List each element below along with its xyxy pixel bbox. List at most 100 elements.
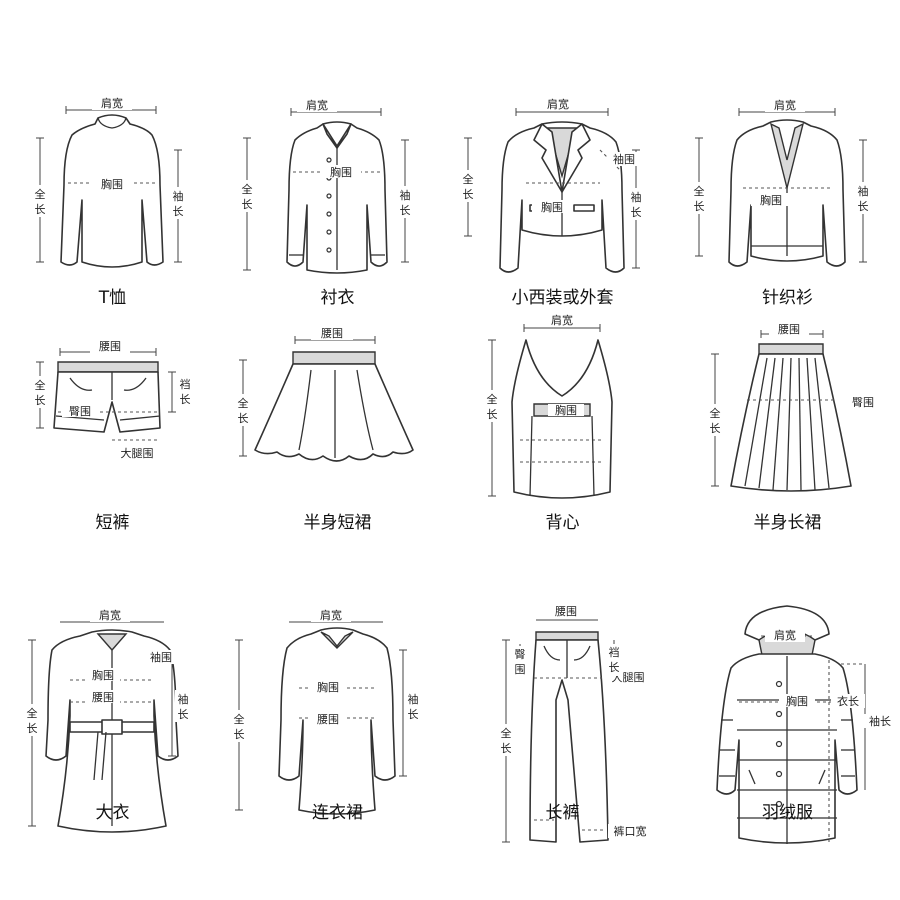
length-label-a: 全 <box>463 172 474 186</box>
tshirt-illustration: 肩宽 胸围 全 长 袖 长 <box>0 0 225 300</box>
shoulder-label: 肩宽 <box>774 98 796 112</box>
garment-name: 背心 <box>450 508 675 533</box>
length-label-b: 长 <box>242 198 253 211</box>
length-label-a: 全 <box>710 406 721 420</box>
shoulder-label: 肩宽 <box>551 313 573 327</box>
waist-label: 腰围 <box>321 327 343 340</box>
garment-overcoat: 肩宽 胸围 腰围 袖围 全 长 袖 长 大衣 <box>0 600 225 900</box>
length-label-a: 全 <box>694 184 705 198</box>
length-label-a: 全 <box>487 392 498 406</box>
armhole-label: 袖围 <box>150 650 172 664</box>
waist-label: 腰围 <box>92 691 114 704</box>
sleeve-label-b: 长 <box>408 708 419 721</box>
shoulder-label: 肩宽 <box>101 96 123 110</box>
blazer-illustration: 肩宽 胸围 袖围 全 长 袖 长 <box>450 0 675 300</box>
chest-label: 胸围 <box>786 694 808 708</box>
garment-long-skirt: 腰围 臀围 全 长 半身长裙 <box>675 300 900 600</box>
cardigan-illustration: 肩宽 胸围 全 长 袖 长 <box>675 0 900 300</box>
hip-label-a: 臀 <box>515 648 526 661</box>
tank-top-illustration: 肩宽 胸围 全 长 <box>450 300 675 600</box>
sleeve-label-a: 袖 <box>173 189 184 203</box>
crotch-label-a: 裆 <box>609 646 620 659</box>
sleeve-label-a: 袖 <box>178 692 189 706</box>
length-label-b: 长 <box>35 203 46 216</box>
crotch-label-b: 长 <box>609 661 620 674</box>
length-label-a: 全 <box>242 182 253 196</box>
chest-label: 胸围 <box>555 403 577 417</box>
length-label-b: 长 <box>694 200 705 213</box>
hip-label: 臀围 <box>69 405 91 418</box>
shorts-illustration: 腰围 臀围 大腿围 全 长 裆 长 <box>0 300 225 600</box>
garment-tank-top: 肩宽 胸围 全 长 背心 <box>450 300 675 600</box>
shoulder-label: 肩宽 <box>774 628 796 642</box>
armhole-label: 袖围 <box>613 152 635 166</box>
hip-label: 臀围 <box>852 396 874 409</box>
garment-name: 短裤 <box>0 508 225 533</box>
mini-skirt-illustration: 腰围 全 长 <box>225 300 450 600</box>
sleeve-label-a: 袖 <box>858 184 869 198</box>
garment-name: 长裤 <box>450 798 675 823</box>
chest-label: 胸围 <box>317 680 339 694</box>
shoulder-label: 肩宽 <box>306 98 328 112</box>
trousers-illustration: 腰围 臀 围 大腿围 裆 长 裤口宽 全 长 <box>450 600 675 900</box>
garment-shirt: 肩宽 胸围 全 长 袖 长 衬衣 <box>225 0 450 300</box>
sleeve-length-label: 袖长 <box>869 714 891 728</box>
down-jacket-illustration: 肩宽 胸围 衣长 袖长 <box>675 600 900 900</box>
length-label-b: 长 <box>35 394 46 407</box>
length-label-b: 长 <box>463 188 474 201</box>
garment-cardigan: 肩宽 胸围 全 长 袖 长 针织衫 <box>675 0 900 300</box>
length-label-a: 全 <box>27 706 38 720</box>
chest-label: 胸围 <box>92 668 114 682</box>
thigh-label: 大腿围 <box>121 446 154 460</box>
waist-label: 腰围 <box>778 323 800 336</box>
length-label-a: 全 <box>35 187 46 201</box>
dress-illustration: 肩宽 胸围 腰围 全 长 袖 长 <box>225 600 450 900</box>
shoulder-label: 肩宽 <box>547 97 569 111</box>
length-label-b: 长 <box>238 412 249 425</box>
sleeve-label-b: 长 <box>173 205 184 218</box>
garment-shorts: 腰围 臀围 大腿围 全 长 裆 长 短裤 <box>0 300 225 600</box>
chest-label: 胸围 <box>541 200 563 214</box>
garment-name: 半身短裙 <box>225 508 450 533</box>
crotch-label-b: 长 <box>180 393 191 406</box>
shoulder-label: 肩宽 <box>99 608 121 622</box>
garment-down-jacket: 肩宽 胸围 衣长 袖长 羽绒服 <box>675 600 900 900</box>
length-label-b: 长 <box>234 728 245 741</box>
chest-label: 胸围 <box>760 193 782 207</box>
garment-tshirt: 肩宽 胸围 全 长 袖 长 T恤 <box>0 0 225 300</box>
sleeve-label-a: 袖 <box>631 190 642 204</box>
length-label-b: 长 <box>487 408 498 421</box>
sleeve-label-a: 袖 <box>400 188 411 202</box>
waist-label: 腰围 <box>99 340 121 353</box>
sleeve-label-a: 袖 <box>408 692 419 706</box>
shirt-illustration: 肩宽 胸围 全 长 袖 长 <box>225 0 450 300</box>
garment-name: 大衣 <box>0 798 225 823</box>
body-length-label: 衣长 <box>837 694 859 708</box>
length-label-b: 长 <box>27 722 38 735</box>
hem-label: 裤口宽 <box>614 824 647 838</box>
sleeve-label-b: 长 <box>400 204 411 217</box>
sleeve-label-b: 长 <box>858 200 869 213</box>
chest-label: 胸围 <box>330 165 352 179</box>
waist-label: 腰围 <box>317 713 339 726</box>
garment-name: 羽绒服 <box>675 798 900 823</box>
long-skirt-illustration: 腰围 臀围 全 长 <box>675 300 900 600</box>
length-label-b: 长 <box>501 742 512 755</box>
garment-name: 半身长裙 <box>675 508 900 533</box>
shoulder-label: 肩宽 <box>320 608 342 622</box>
overcoat-illustration: 肩宽 胸围 腰围 袖围 全 长 袖 长 <box>0 600 225 900</box>
sleeve-label-b: 长 <box>631 206 642 219</box>
length-label-a: 全 <box>35 378 46 392</box>
garment-dress: 肩宽 胸围 腰围 全 长 袖 长 连衣裙 <box>225 600 450 900</box>
length-label-b: 长 <box>710 422 721 435</box>
hip-label-b: 围 <box>515 663 526 676</box>
waist-label: 腰围 <box>555 605 577 618</box>
length-label-a: 全 <box>238 396 249 410</box>
garment-name: 连衣裙 <box>225 798 450 823</box>
length-label-a: 全 <box>501 726 512 740</box>
length-label-a: 全 <box>234 712 245 726</box>
garment-trousers: 腰围 臀 围 大腿围 裆 长 裤口宽 全 长 长裤 <box>450 600 675 900</box>
crotch-label-a: 裆 <box>180 378 191 391</box>
sleeve-label-b: 长 <box>178 708 189 721</box>
garment-mini-skirt: 腰围 全 长 半身短裙 <box>225 300 450 600</box>
